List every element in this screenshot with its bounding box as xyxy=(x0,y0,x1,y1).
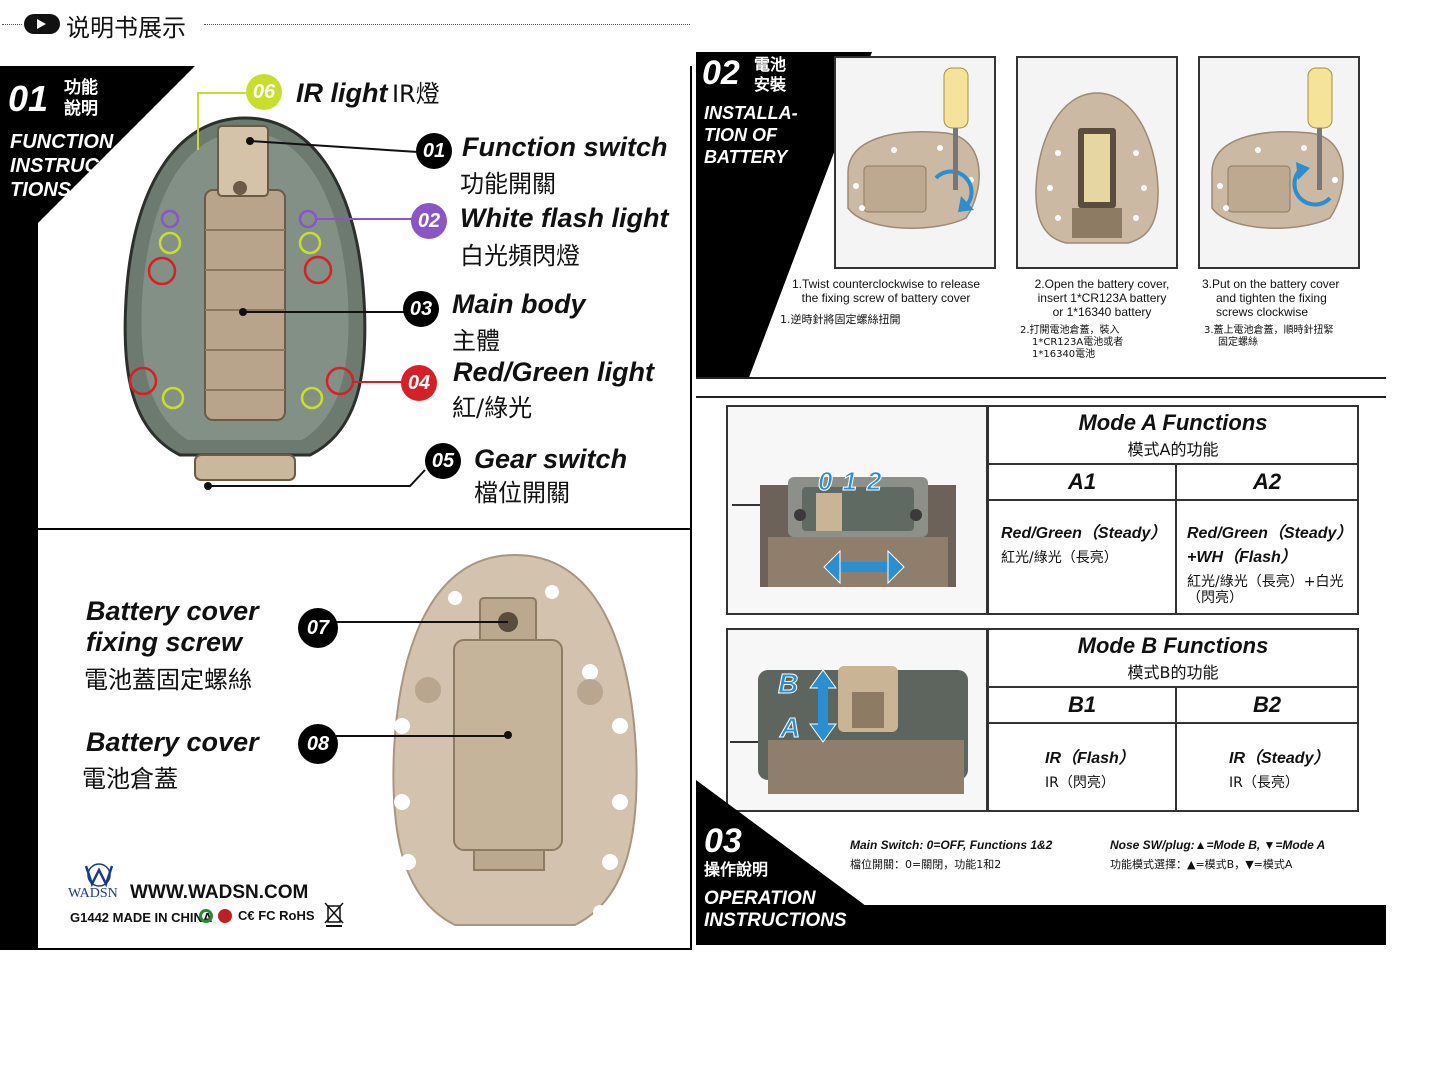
recycle-icon xyxy=(199,909,213,923)
label-function-switch-en: Function switch xyxy=(462,132,668,162)
device-top-illustration xyxy=(123,116,367,481)
mode-a1-cell: Red/Green（Steady） 紅光/綠光（長亮） xyxy=(987,499,1177,615)
section-2-number: 02 xyxy=(702,54,740,92)
model-line: G1442 MADE IN CHINA xyxy=(70,910,213,925)
brand-name: WADSN xyxy=(68,886,118,901)
callout-08-battery-cover: 08 xyxy=(298,724,338,764)
step-3-image xyxy=(1198,56,1360,269)
mode-a-subtitle: 模式A的功能 xyxy=(1127,440,1219,459)
callout-06-ir-light: 06 xyxy=(246,74,282,110)
main-switch-en: Main Switch: 0=OFF, Functions 1&2 xyxy=(850,838,1053,852)
label-red-green-en: Red/Green light xyxy=(453,357,655,387)
callout-03-main-body: 03 xyxy=(403,291,439,327)
mode-b1-header: B1 xyxy=(987,686,1177,724)
brand-website: WWW.WADSN.COM xyxy=(130,882,309,903)
label-main-body-en: Main body xyxy=(452,289,586,319)
arrow-icon xyxy=(24,14,60,34)
divider-line-1 xyxy=(696,377,1386,379)
divider-line-2 xyxy=(696,396,1386,398)
step-2-image xyxy=(1016,56,1178,269)
section-3-bar xyxy=(696,905,1386,945)
mode-a2-header: A2 xyxy=(1175,463,1359,501)
mode-a2-cell: Red/Green（Steady） +WH（Flash） 紅光/綠光（長亮）+白… xyxy=(1175,499,1359,615)
mode-b1-cell: IR（Flash） IR（閃亮） xyxy=(987,722,1177,812)
section-3-zh-title: 操作說明 xyxy=(704,860,769,879)
callout-05-gear-switch: 05 xyxy=(425,443,461,479)
main-switch-zh: 檔位開關：0=關閉，功能1和2 xyxy=(850,858,1002,871)
device-back-illustration xyxy=(392,553,638,926)
mode-a-image xyxy=(726,405,988,615)
mode-b-image xyxy=(726,628,988,812)
weee-bin-icon xyxy=(324,902,344,927)
label-ir-light: IR light IR燈 xyxy=(296,78,440,108)
section-1-number: 01 xyxy=(8,78,49,119)
nose-switch-zh: 功能模式選擇：▲=模式B，▼=模式A xyxy=(1110,858,1293,871)
mode-b-table: Mode B Functions 模式B的功能 B1 B2 IR（Flash） … xyxy=(987,628,1359,812)
label-battery-cover-screw-zh: 電池蓋固定螺絲 xyxy=(84,666,252,694)
label-gear-switch-en: Gear switch xyxy=(474,444,628,474)
section-1b-leader-lines xyxy=(336,621,508,737)
section-3-number: 03 xyxy=(704,822,742,860)
label-white-flash-zh: 白光頻閃燈 xyxy=(460,242,580,270)
eco-icon xyxy=(218,909,232,923)
certification-marks: C€ FC RoHS xyxy=(238,908,315,923)
wadsn-logo-icon xyxy=(84,863,114,888)
section-1-zh-title: 功能說明 xyxy=(64,78,98,119)
step-2-text-en: 2.Open the battery cover,insert 1*CR123A… xyxy=(1034,277,1170,319)
label-function-switch-zh: 功能開關 xyxy=(460,170,556,198)
page-title: 说明书展示 xyxy=(66,14,186,42)
label-main-body-zh: 主體 xyxy=(452,327,500,355)
nose-switch-en: Nose SW/plug:▲=Mode B, ▼=Mode A xyxy=(1110,838,1326,852)
mode-b2-header: B2 xyxy=(1175,686,1359,724)
mode-b-subtitle: 模式B的功能 xyxy=(1127,663,1219,682)
label-white-flash-en: White flash light xyxy=(460,203,669,233)
callout-07-battery-cover-screw: 07 xyxy=(298,608,338,648)
label-battery-cover-zh: 電池倉蓋 xyxy=(82,765,178,793)
label-red-green-zh: 紅/綠光 xyxy=(452,394,533,422)
mode-b-label-a: A xyxy=(779,712,801,744)
mode-b-label-b: B xyxy=(777,668,799,700)
mode-b2-cell: IR（Steady） IR（長亮） xyxy=(1175,722,1359,812)
section-2-zh-title: 電池安裝 xyxy=(754,55,787,94)
mode-a-switch-positions: 012 xyxy=(817,466,892,497)
label-battery-cover-en: Battery cover xyxy=(86,727,259,757)
step-3-text-zh: 3.蓋上電池倉蓋，順時針扭緊固定螺絲 xyxy=(1204,325,1334,348)
callout-04-red-green: 04 xyxy=(401,365,437,401)
step-1-text-zh: 1.逆時針將固定螺絲扭開 xyxy=(780,313,901,326)
section-1-leader-lines xyxy=(197,92,426,490)
callout-02-white-flash: 02 xyxy=(411,203,447,239)
mode-a-table: Mode A Functions 模式A的功能 A1 A2 Red/Green（… xyxy=(987,405,1359,615)
step-1-image xyxy=(834,56,996,269)
callout-01-function-switch: 01 xyxy=(416,133,452,169)
label-gear-switch-zh: 檔位開關 xyxy=(474,479,570,507)
mode-a-title: Mode A Functions xyxy=(1078,410,1268,435)
mode-b-title: Mode B Functions xyxy=(1077,633,1269,658)
mode-a1-header: A1 xyxy=(987,463,1177,501)
